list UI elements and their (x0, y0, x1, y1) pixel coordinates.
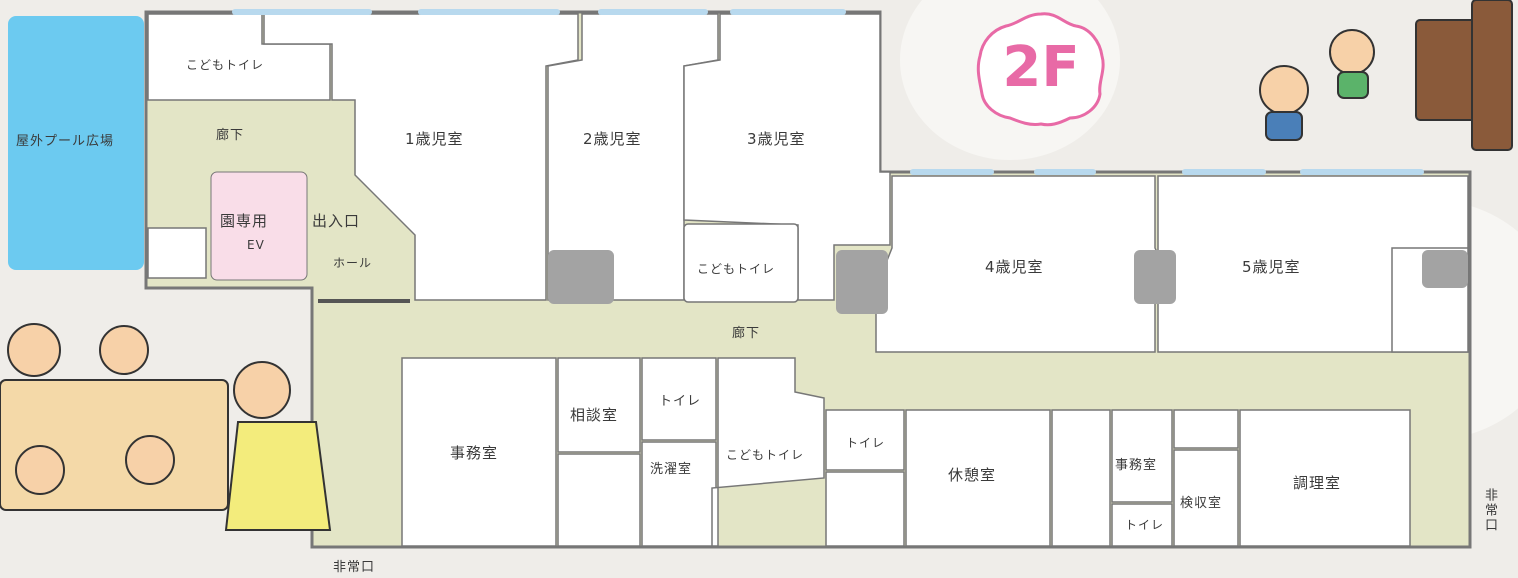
window (1034, 169, 1096, 175)
room-kitchen (1239, 409, 1411, 547)
room-toilet-b (825, 409, 905, 471)
room-laundry (641, 441, 717, 547)
label-hall: ホール (333, 256, 373, 270)
room-office (401, 357, 557, 547)
window (598, 9, 708, 15)
label-inspection: 検収室 (1180, 496, 1223, 511)
label-office: 事務室 (450, 444, 499, 462)
label-corridor-nw: 廊下 (216, 128, 245, 143)
label-kids-toilet-nw: こどもトイレ (186, 58, 265, 72)
room-storage-nw (147, 227, 207, 279)
room-inspection (1173, 449, 1239, 547)
label-age4: 4歳児室 (985, 258, 1044, 276)
floor-badge: 2F (1002, 35, 1080, 100)
window (418, 9, 560, 15)
room-storage-s3 (1051, 409, 1111, 547)
room-storage-ne (1173, 409, 1239, 449)
label-emergency-exit-right: 非常口 (1482, 488, 1497, 533)
room-kids-toilet-s (711, 357, 825, 547)
floor-badge-icon (976, 12, 1105, 127)
label-elevator-ev: EV (247, 238, 265, 252)
room-storage-s2 (825, 471, 905, 547)
label-age1: 1歳児室 (405, 130, 464, 148)
label-laundry: 洗濯室 (650, 462, 693, 477)
label-age2: 2歳児室 (583, 130, 642, 148)
label-age3: 3歳児室 (747, 130, 806, 148)
label-toilet-b: トイレ (846, 436, 886, 450)
elevator (210, 171, 308, 281)
window (232, 9, 372, 15)
window (730, 9, 846, 15)
room-kids-toilet-mid (683, 223, 799, 303)
label-toilet-a: トイレ (659, 394, 702, 409)
label-emergency-exit-bottom: 非常口 (333, 560, 376, 575)
pillar (548, 250, 614, 304)
children-illustration (1259, 0, 1513, 151)
label-outdoor-pool: 屋外プール広場 (16, 134, 115, 149)
label-kids-toilet-mid: こどもトイレ (697, 262, 776, 276)
label-lounge: 休憩室 (948, 466, 997, 484)
label-corridor-main: 廊下 (732, 326, 761, 341)
label-kitchen: 調理室 (1293, 474, 1342, 492)
label-office-small: 事務室 (1115, 458, 1158, 473)
room-toilet-c (1111, 503, 1173, 547)
room-consult (557, 357, 641, 453)
label-kids-toilet-s: こどもトイレ (726, 448, 805, 462)
label-age5: 5歳児室 (1242, 258, 1301, 276)
outdoor-pool-area (8, 16, 144, 270)
pillar (836, 250, 888, 314)
window (1300, 169, 1424, 175)
label-entrance: 出入口 (312, 212, 361, 230)
room-storage-s1 (557, 453, 641, 547)
room-lounge (905, 409, 1051, 547)
classroom-illustration (0, 323, 332, 531)
label-elevator: 園専用 (220, 212, 269, 230)
window (1182, 169, 1266, 175)
pillar (1134, 250, 1176, 304)
room-toilet-a (641, 357, 717, 441)
pillar (1422, 250, 1468, 288)
room-office-small (1111, 409, 1173, 503)
label-toilet-c: トイレ (1125, 518, 1165, 532)
room-age3 (683, 13, 891, 301)
label-consult: 相談室 (570, 406, 619, 424)
entrance-door (318, 299, 410, 303)
window (910, 169, 994, 175)
